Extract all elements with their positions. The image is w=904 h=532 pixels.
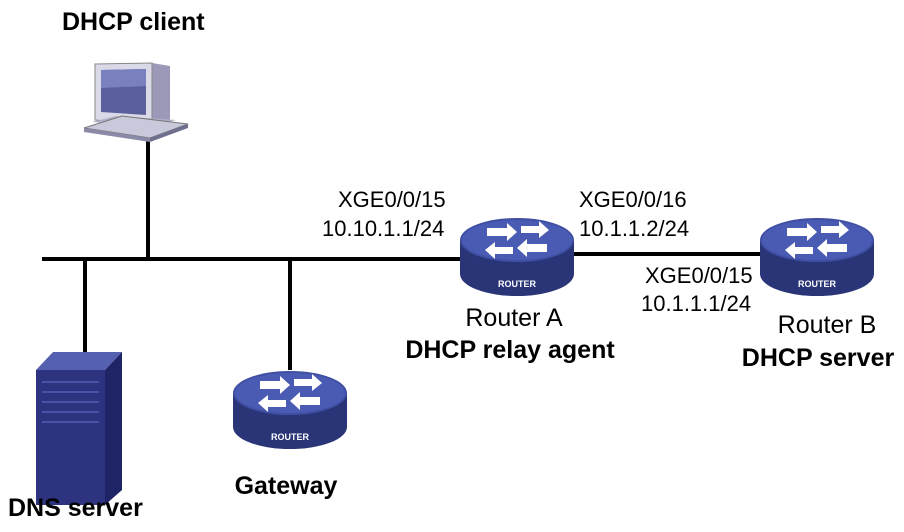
router-b-role: DHCP server xyxy=(741,344,895,372)
server-icon xyxy=(36,352,122,505)
pc-icon xyxy=(83,62,189,142)
dns-server-label: DNS server xyxy=(8,494,143,522)
router-badge: ROUTER xyxy=(498,279,537,289)
router-b-name: Router B xyxy=(777,311,877,339)
router-a-name: Router A xyxy=(465,304,563,332)
router-a-if2-name: XGE0/0/16 xyxy=(579,187,687,212)
router-b-if-ip: 10.1.1.1/24 xyxy=(641,291,752,316)
router-b-if-name: XGE0/0/15 xyxy=(645,263,753,288)
router-a-if1-ip: 10.10.1.1/24 xyxy=(322,216,445,241)
router-a-role: DHCP relay agent xyxy=(405,336,615,364)
router-badge: ROUTER xyxy=(798,279,837,289)
router-badge: ROUTER xyxy=(271,432,310,442)
router-a-if2-ip: 10.1.1.2/24 xyxy=(579,216,690,241)
gateway-label: Gateway xyxy=(234,472,338,500)
router-a-if1-name: XGE0/0/15 xyxy=(338,187,446,212)
dhcp-client-label: DHCP client xyxy=(62,8,205,36)
